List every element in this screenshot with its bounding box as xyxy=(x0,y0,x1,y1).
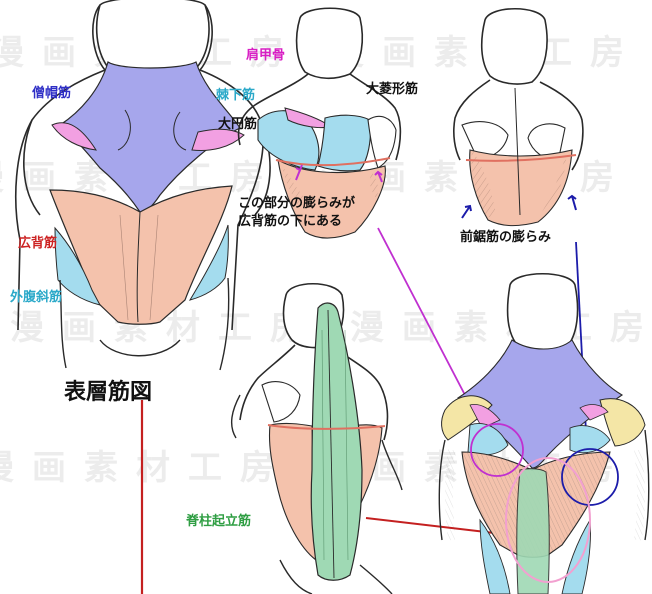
figure-surface-back xyxy=(14,0,271,371)
figure-scapula-back xyxy=(237,7,402,239)
label-serratus-bulge: 前鋸筋の膨らみ xyxy=(460,230,552,245)
label-bulge-note-2: 広背筋の下にある xyxy=(238,214,343,229)
label-infraspinatus: 棘下筋 xyxy=(216,88,256,103)
label-erector-spinae: 脊柱起立筋 xyxy=(186,514,252,529)
label-scapula: 肩甲骨 xyxy=(246,48,286,63)
label-latissimus: 広背筋 xyxy=(18,236,58,251)
label-trapezius: 僧帽筋 xyxy=(32,86,72,101)
page-title: 表層筋図 xyxy=(64,379,153,405)
label-bulge-note-1: この部分の膨らみが xyxy=(238,196,356,211)
figure-muscular-back xyxy=(438,272,650,594)
figure-serratus-back xyxy=(453,7,584,227)
label-teres-major: 大円筋 xyxy=(218,117,258,132)
label-external-oblique: 外腹斜筋 xyxy=(10,290,63,305)
watermark-row: 漫画素材工房 xyxy=(0,448,292,488)
leader-line xyxy=(377,227,479,421)
watermark-row: 漫画素材工房 xyxy=(350,308,652,348)
figure-erector-back xyxy=(230,283,403,594)
watermark-row: 漫画素材工房 xyxy=(330,25,642,74)
label-rhomboid: 大菱形筋 xyxy=(366,82,419,97)
